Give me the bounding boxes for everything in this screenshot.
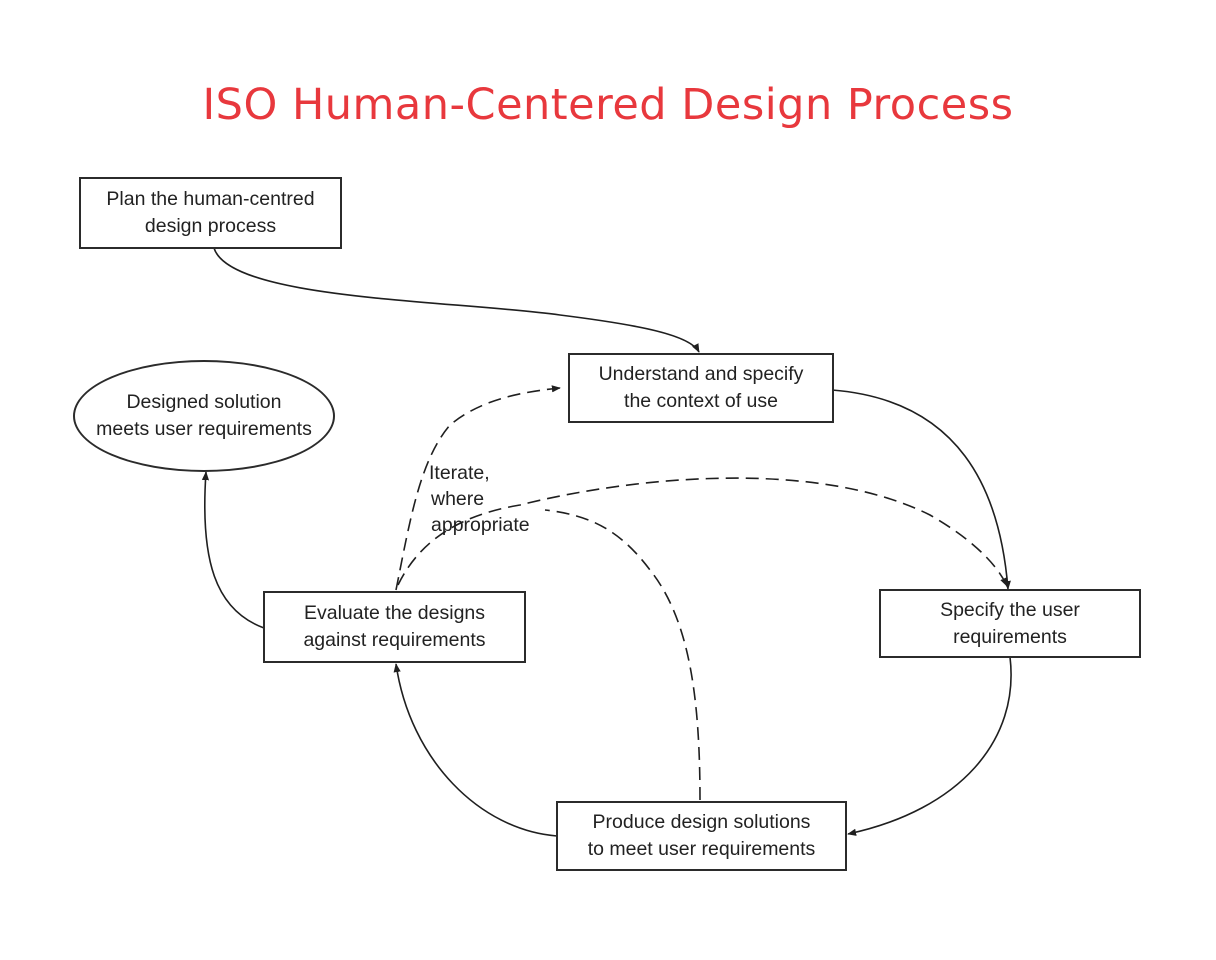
- designed-solution-text: Designed solution meets user requirement…: [96, 391, 312, 440]
- arrow-evaluate-to-solution: [201, 471, 265, 629]
- arrow-understand-to-specify: [831, 389, 1011, 590]
- iterate-label-line1: Iterate,: [429, 462, 490, 484]
- understand-context-text: Understand and specify the context of us…: [598, 363, 804, 412]
- arrow-specify-to-produce: [847, 656, 1012, 836]
- arrow-plan-to-understand: [213, 247, 700, 353]
- specify-requirements-box: Specify the user requirements: [879, 589, 1141, 658]
- iterate-label: Iterate, where appropriate: [412, 460, 552, 538]
- iterate-arrow-to-understand: [395, 385, 561, 591]
- plan-process-text: Plan the human-centred design process: [106, 188, 315, 237]
- understand-context-box: Understand and specify the context of us…: [568, 353, 834, 423]
- produce-solutions-text: Produce design solutions to meet user re…: [587, 811, 816, 860]
- plan-process-box: Plan the human-centred design process: [79, 177, 342, 249]
- designed-solution-ellipse: Designed solution meets user requirement…: [73, 360, 335, 472]
- arrow-produce-to-evaluate: [393, 663, 558, 837]
- specify-requirements-text: Specify the user requirements: [940, 598, 1080, 648]
- iterate-line-from-produce: [544, 509, 701, 801]
- evaluate-designs-text: Evaluate the designs against requirement…: [303, 602, 486, 651]
- evaluate-designs-box: Evaluate the designs against requirement…: [263, 591, 526, 663]
- diagram-title: ISO Human-Centered Design Process: [202, 80, 1014, 130]
- iterate-label-line2: where: [431, 488, 485, 510]
- iterate-arrow-to-specify: [397, 477, 1008, 587]
- produce-solutions-box: Produce design solutions to meet user re…: [556, 801, 847, 871]
- iterate-label-line3: appropriate: [431, 514, 530, 536]
